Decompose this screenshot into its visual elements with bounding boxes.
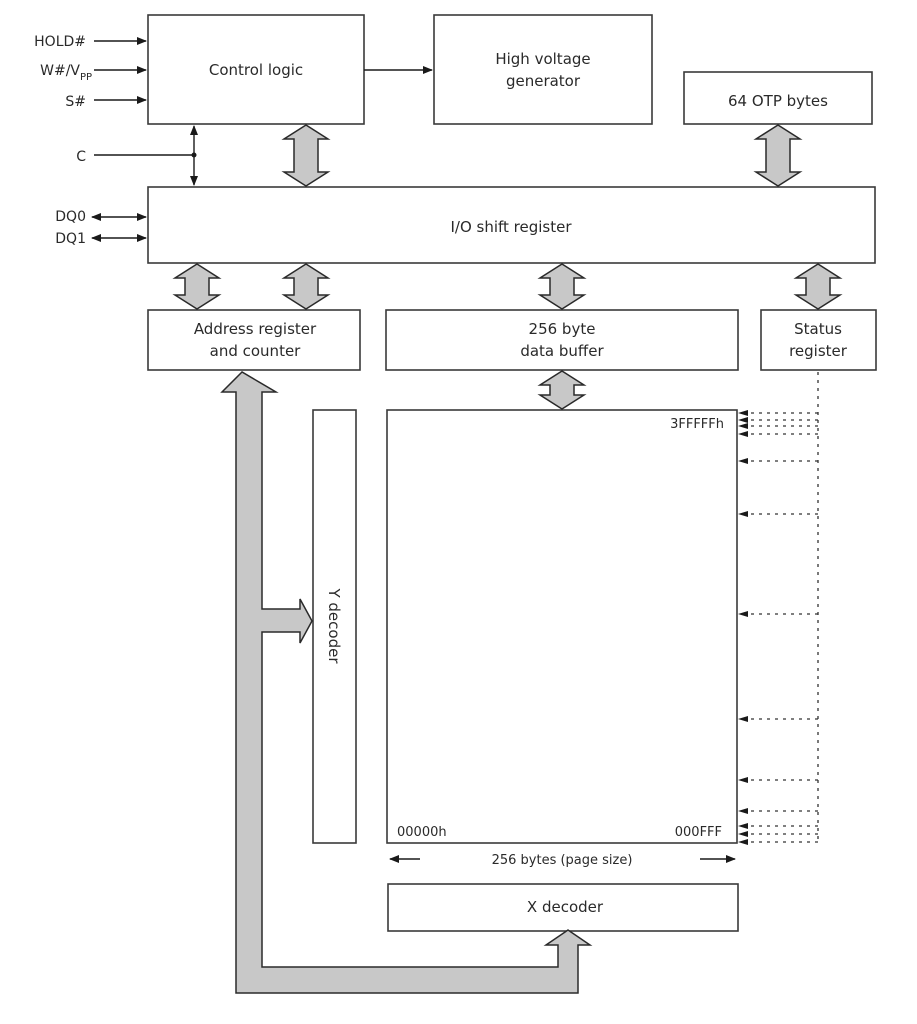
status-feed-arrowhead — [738, 823, 748, 829]
hv-generator-label-1: High voltage — [495, 50, 590, 68]
y-decoder-label: Y decoder — [325, 587, 343, 664]
write-protect-text: W#/V — [40, 63, 80, 79]
address-register-label-2: and counter — [210, 342, 302, 360]
control-io-bus-arrow — [281, 124, 331, 187]
io-status-bus-arrow — [793, 263, 843, 310]
status-register-label-1: Status — [794, 320, 842, 338]
io-shift-register-block — [147, 186, 876, 264]
signal-clock-label: C — [76, 149, 86, 165]
status-register-label-2: register — [789, 342, 848, 360]
data-buffer-array-bus-arrow — [537, 370, 587, 410]
data-buffer-label-2: data buffer — [520, 342, 604, 360]
status-feed-arrowhead — [738, 410, 748, 416]
control-logic-block — [147, 14, 365, 125]
address-register-block — [147, 309, 361, 371]
signal-vpp-subscript: PP — [80, 72, 92, 83]
status-feed-arrowhead — [738, 831, 748, 837]
status-feed-arrowhead — [738, 808, 748, 814]
otp-bytes-block — [683, 71, 873, 125]
otp-io-bus-arrow — [753, 124, 803, 187]
io-address-bus-arrow-2 — [281, 263, 331, 310]
status-feed-arrowhead — [738, 777, 748, 783]
status-feed-arrowhead — [738, 611, 748, 617]
bus-arrows — [172, 124, 843, 410]
status-feed-arrowhead — [738, 423, 748, 429]
status-feed-arrowhead — [738, 839, 748, 845]
address-register-label-1: Address register — [194, 320, 317, 338]
signal-dq1-label: DQ1 — [55, 231, 86, 247]
status-feed-arrowhead — [738, 431, 748, 437]
data-buffer-block — [385, 309, 739, 371]
io-shift-register-label: I/O shift register — [450, 218, 572, 236]
data-buffer-label-1: 256 byte — [529, 320, 596, 338]
io-address-bus-arrow-1 — [172, 263, 222, 310]
high-voltage-generator-block — [433, 14, 653, 125]
control-logic-label: Control logic — [209, 61, 303, 79]
signal-write-protect-label: W#/V — [40, 63, 80, 79]
status-feed-arrowhead — [738, 511, 748, 517]
status-feed-arrowhead — [738, 417, 748, 423]
status-feed-arrowhead — [738, 458, 748, 464]
address-3fffffh: 3FFFFFh — [670, 417, 724, 432]
y-decoder-block — [312, 409, 357, 844]
signal-hold-label: HOLD# — [34, 34, 86, 50]
address-00000h: 00000h — [397, 825, 447, 840]
status-register-block — [760, 309, 877, 371]
page-size-label: 256 bytes (page size) — [492, 853, 633, 868]
status-feed-lines — [738, 410, 818, 845]
memory-array-block — [386, 409, 738, 844]
signal-select-label: S# — [65, 94, 86, 110]
signal-dq0-label: DQ0 — [55, 209, 86, 225]
otp-bytes-label: 64 OTP bytes — [728, 92, 828, 110]
x-decoder-label: X decoder — [527, 898, 604, 916]
address-bus-arrow — [220, 371, 593, 994]
io-data-buffer-bus-arrow — [537, 263, 587, 310]
status-feed-arrowhead — [738, 716, 748, 722]
hv-generator-label-2: generator — [506, 72, 581, 90]
address-000fff: 000FFF — [675, 825, 722, 840]
x-decoder-block — [387, 883, 739, 932]
